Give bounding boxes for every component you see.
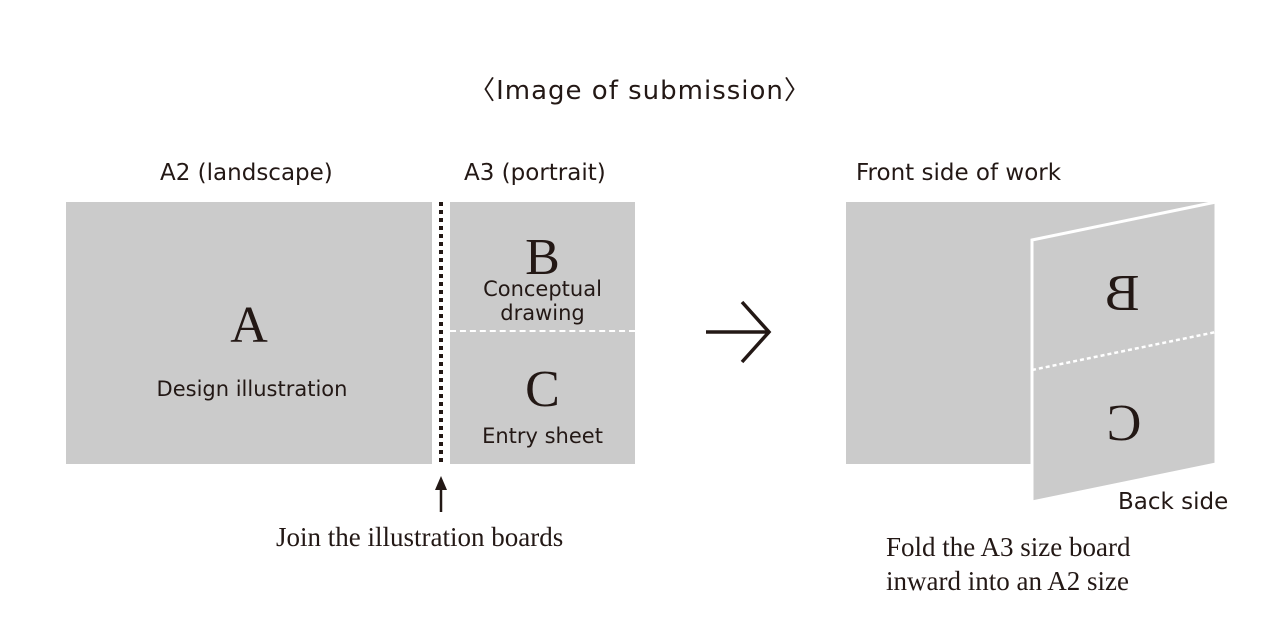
arrow-up-icon xyxy=(435,476,447,512)
panel-b-caption-line2: drawing xyxy=(500,301,585,325)
mirrored-letter-c: C xyxy=(1106,395,1142,452)
panel-a-caption: Design illustration xyxy=(156,377,348,401)
fold-note-line1: Fold the A3 size board xyxy=(886,532,1131,562)
page-title: 〈Image of submission〉 xyxy=(469,76,811,106)
b-c-divider xyxy=(450,330,635,332)
a3-label: A3 (portrait) xyxy=(464,160,606,186)
panel-bc-a3-board: B Conceptual drawing C Entry sheet xyxy=(450,202,635,464)
back-side-label: Back side xyxy=(1118,489,1229,515)
panel-a-design-illustration: A Design illustration xyxy=(66,202,432,464)
front-side-label: Front side of work xyxy=(856,160,1062,186)
mirrored-letter-b: B xyxy=(1104,265,1140,322)
fold-divider xyxy=(1031,330,1217,372)
arrow-right-icon xyxy=(706,300,772,364)
panel-c-caption: Entry sheet xyxy=(482,424,603,448)
join-note: Join the illustration boards xyxy=(276,522,564,552)
panel-a-letter: A xyxy=(230,297,268,354)
a2-label: A2 (landscape) xyxy=(160,160,333,186)
panel-b-caption-line1: Conceptual xyxy=(483,277,602,301)
fold-note-line2: inward into an A2 size xyxy=(886,566,1129,596)
panel-c-letter: C xyxy=(525,361,560,418)
panel-b-letter: B xyxy=(525,229,560,286)
